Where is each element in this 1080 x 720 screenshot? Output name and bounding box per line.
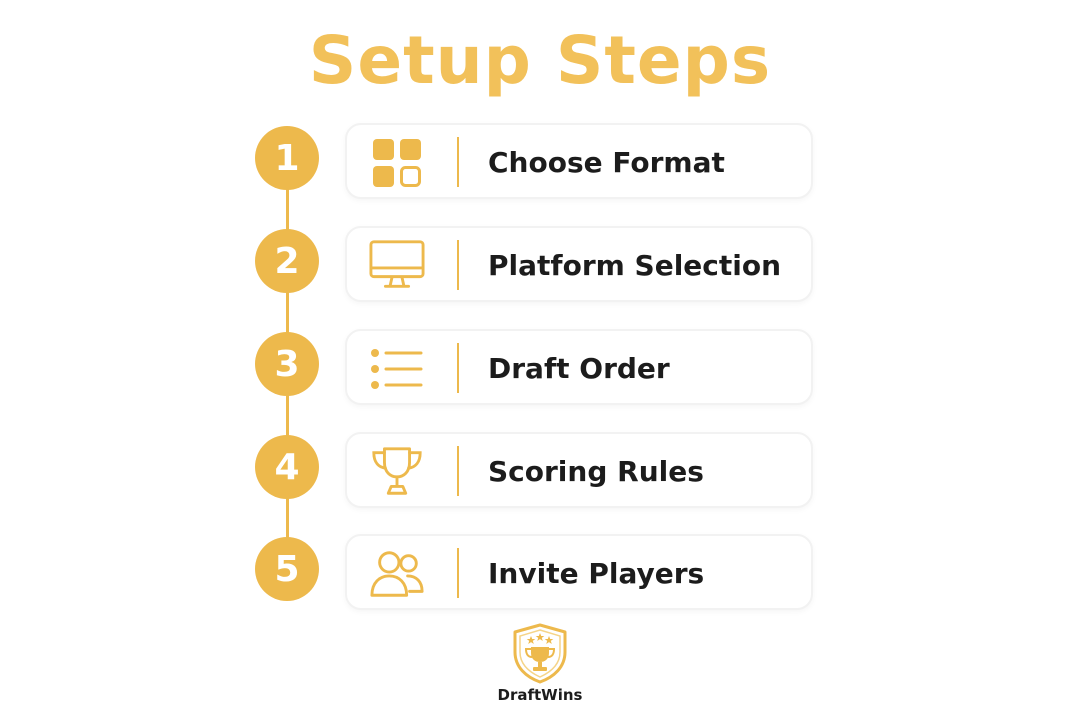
step-divider [457, 446, 459, 496]
step-number-1: 1 [255, 126, 319, 190]
step-label-invite-players: Invite Players [488, 556, 705, 590]
step-label-draft-order: Draft Order [488, 351, 670, 385]
step-label-platform-selection: Platform Selection [488, 248, 782, 282]
step-divider [457, 240, 459, 290]
step-number-3: 3 [255, 332, 319, 396]
monitor-icon [369, 238, 425, 294]
step-card-choose-format: Choose Format [345, 123, 813, 199]
users-icon [369, 546, 425, 602]
list-icon [369, 341, 425, 397]
step-label-scoring-rules: Scoring Rules [488, 454, 704, 488]
step-divider [457, 343, 459, 393]
step-number-4: 4 [255, 435, 319, 499]
step-number-5: 5 [255, 537, 319, 601]
step-card-platform-selection: Platform Selection [345, 226, 813, 302]
step-number-2: 2 [255, 229, 319, 293]
trophy-icon [369, 444, 425, 500]
page-title: Setup Steps [308, 22, 772, 99]
brand-name: DraftWins [497, 686, 583, 704]
shield-trophy-icon [513, 623, 567, 684]
step-card-invite-players: Invite Players [345, 534, 813, 610]
step-card-draft-order: Draft Order [345, 329, 813, 405]
step-divider [457, 548, 459, 598]
step-label-choose-format: Choose Format [488, 145, 725, 179]
brand-logo: DraftWins [490, 622, 590, 712]
step-card-scoring-rules: Scoring Rules [345, 432, 813, 508]
grid-icon [369, 135, 425, 191]
step-divider [457, 137, 459, 187]
